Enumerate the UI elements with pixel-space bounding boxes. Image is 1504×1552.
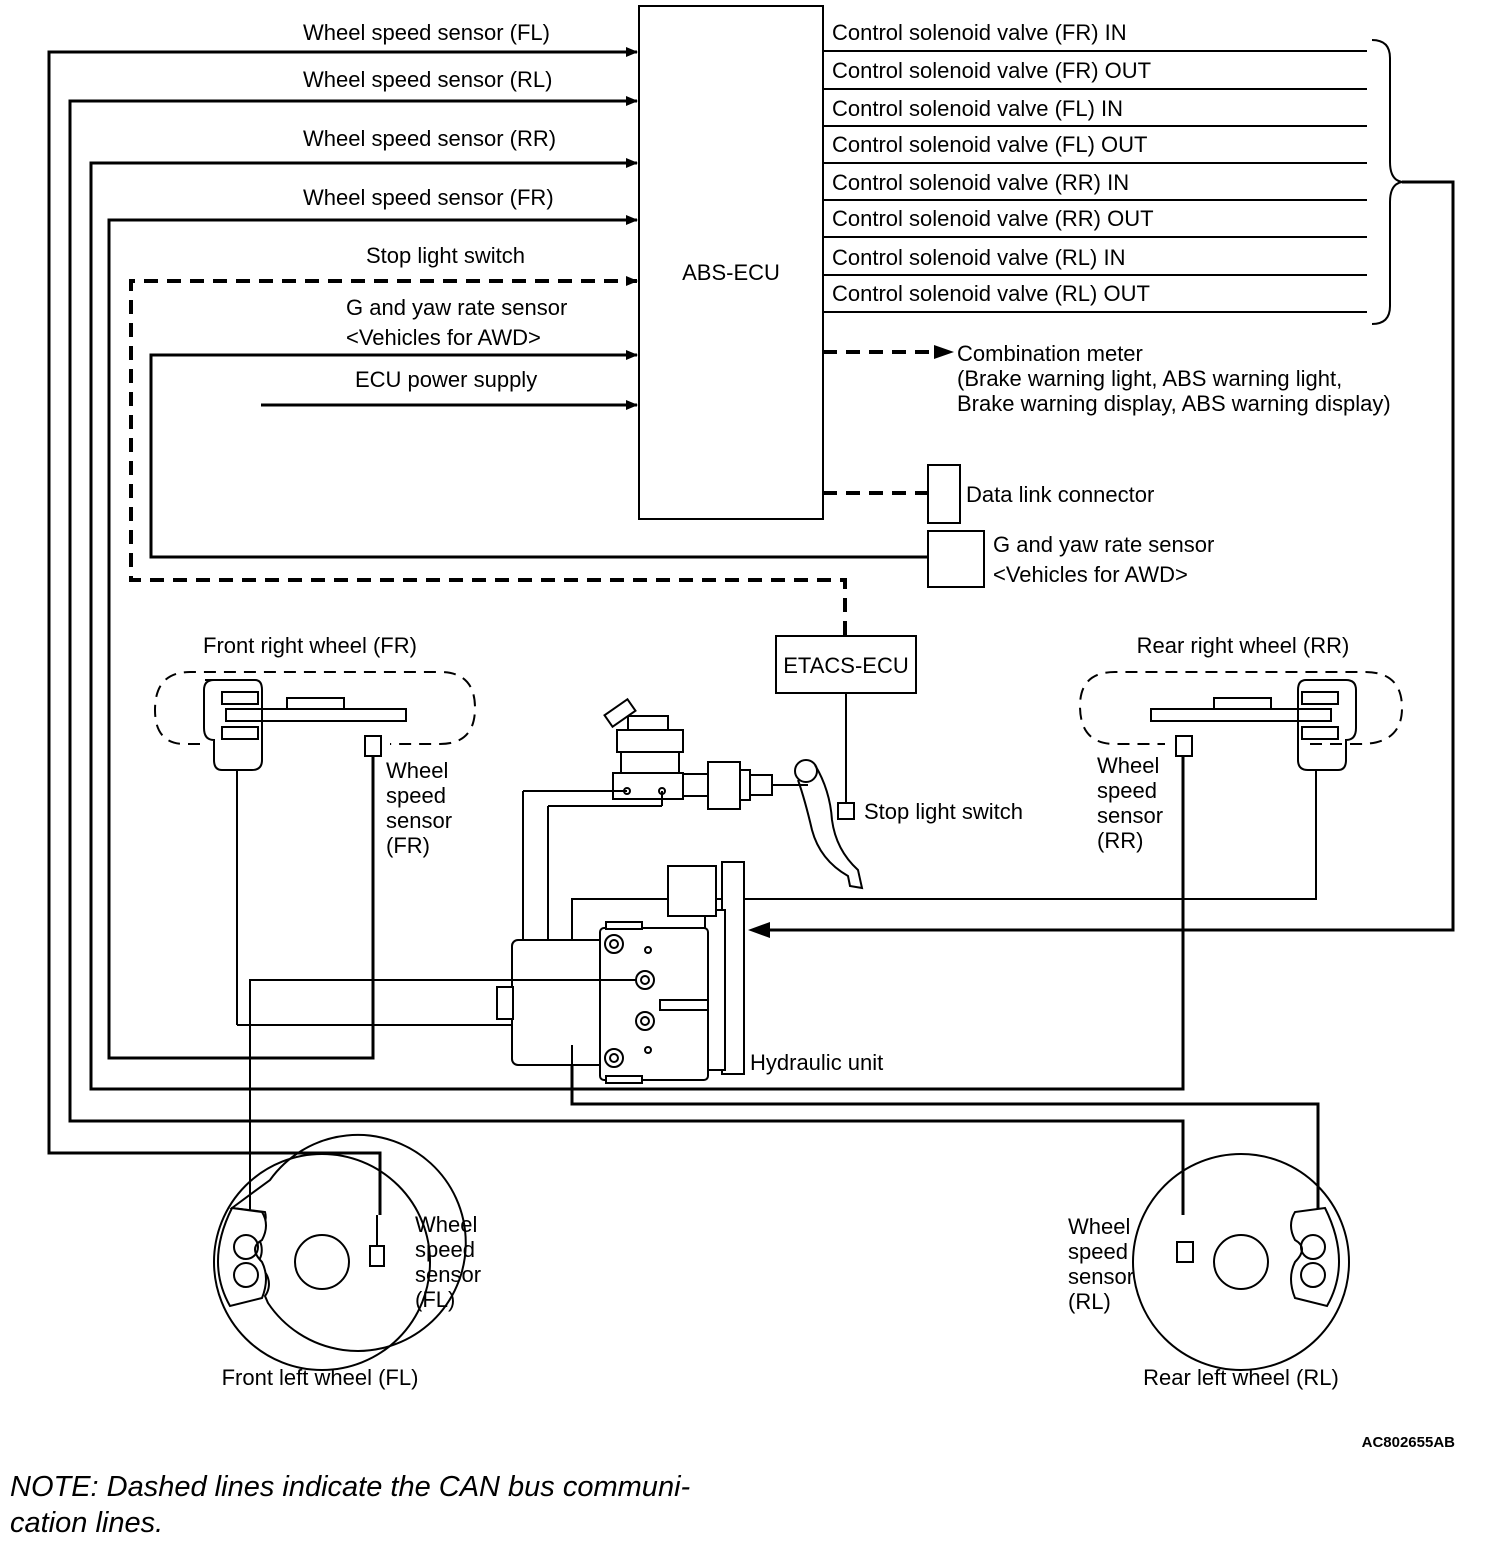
stop-light-switch-label: Stop light switch [864,799,1023,824]
front-right-wheel-title: Front right wheel (FR) [203,633,417,658]
g-yaw-sensor-label-1: G and yaw rate sensor [993,532,1214,557]
input-label-g-yaw-1: G and yaw rate sensor [346,295,567,320]
valve-label-rl-out: Control solenoid valve (RL) OUT [832,281,1150,306]
etacs-ecu-box [775,635,917,694]
data-link-connector-box [927,464,961,524]
note-line-2: cation lines. [10,1507,163,1539]
can-arrow-meter [934,345,954,359]
wss-rl-label-2: speed [1068,1239,1128,1264]
valve-label-rr-out: Control solenoid valve (RR) OUT [832,206,1154,231]
data-link-connector-label: Data link connector [966,482,1154,507]
rear-right-wheel-title: Rear right wheel (RR) [1137,633,1350,658]
hydraulic-unit-label: Hydraulic unit [750,1050,883,1075]
wss-rr-label-1: Wheel [1097,753,1159,778]
etacs-ecu-label: ETACS-ECU [783,653,909,678]
input-label-wss-fl: Wheel speed sensor (FL) [303,20,550,45]
abs-ecu-box [638,5,824,520]
valve-label-fl-out: Control solenoid valve (FL) OUT [832,132,1147,157]
hydraulic-unit [496,861,745,1084]
input-label-wss-rr: Wheel speed sensor (RR) [303,126,556,151]
combination-meter-label-1: Combination meter [957,341,1143,366]
valve-group-brace [1371,39,1403,325]
abs-ecu-label: ABS-ECU [682,260,780,285]
valve-return-line [770,180,1455,932]
valve-label-rl-in: Control solenoid valve (RL) IN [832,245,1125,270]
wss-fr-label-3: sensor [386,808,452,833]
input-label-wss-rl: Wheel speed sensor (RL) [303,67,552,92]
wss-fl-label-2: speed [415,1237,475,1262]
front-left-wheel-assembly [213,1133,467,1371]
rear-left-wheel-title: Rear left wheel (RL) [1143,1365,1339,1390]
master-cylinder-assembly [522,697,808,1059]
valve-label-fr-out: Control solenoid valve (FR) OUT [832,58,1151,83]
valve-label-fl-in: Control solenoid valve (FL) IN [832,96,1123,121]
valve-lines [823,50,1367,313]
valve-label-fr-in: Control solenoid valve (FR) IN [832,20,1127,45]
valve-return-arrow [748,922,770,938]
reference-code: AC802655AB [1362,1434,1456,1451]
front-right-wheel-assembly [153,671,608,1026]
note-line-1: NOTE: Dashed lines indicate the CAN bus … [10,1471,690,1503]
wss-rl-label-3: sensor [1068,1264,1134,1289]
wss-rr-label-3: sensor [1097,803,1163,828]
combination-meter-label-2: (Brake warning light, ABS warning light, [957,366,1342,391]
wss-fl-label-4: (FL) [415,1287,455,1312]
valve-label-rr-in: Control solenoid valve (RR) IN [832,170,1129,195]
input-label-stop-light: Stop light switch [366,243,525,268]
wss-rl-label-1: Wheel [1068,1214,1130,1239]
g-yaw-sensor-box [927,530,985,588]
input-label-power: ECU power supply [355,367,537,392]
wss-rr-label-2: speed [1097,778,1157,803]
brake-line-fl [249,979,636,1215]
wss-fr-label-1: Wheel [386,758,448,783]
wss-fl-label-3: sensor [415,1262,481,1287]
brake-pedal [794,759,864,890]
wss-rr-label-4: (RR) [1097,828,1143,853]
g-yaw-sensor-label-2: <Vehicles for AWD> [993,562,1188,587]
wss-fr-label-2: speed [386,783,446,808]
rear-right-wheel-assembly [571,671,1404,966]
input-label-wss-fr: Wheel speed sensor (FR) [303,185,554,210]
input-label-g-yaw-2: <Vehicles for AWD> [346,325,541,350]
brake-line-rl [571,1045,1319,1215]
wss-rl-label-4: (RL) [1068,1289,1111,1314]
rear-left-wheel-assembly [1132,1153,1350,1371]
combination-meter-label-3: Brake warning display, ABS warning displ… [957,391,1391,416]
wss-fr-label-4: (FR) [386,833,430,858]
wss-fl-label-1: Wheel [415,1212,477,1237]
front-left-wheel-title: Front left wheel (FL) [222,1365,419,1390]
